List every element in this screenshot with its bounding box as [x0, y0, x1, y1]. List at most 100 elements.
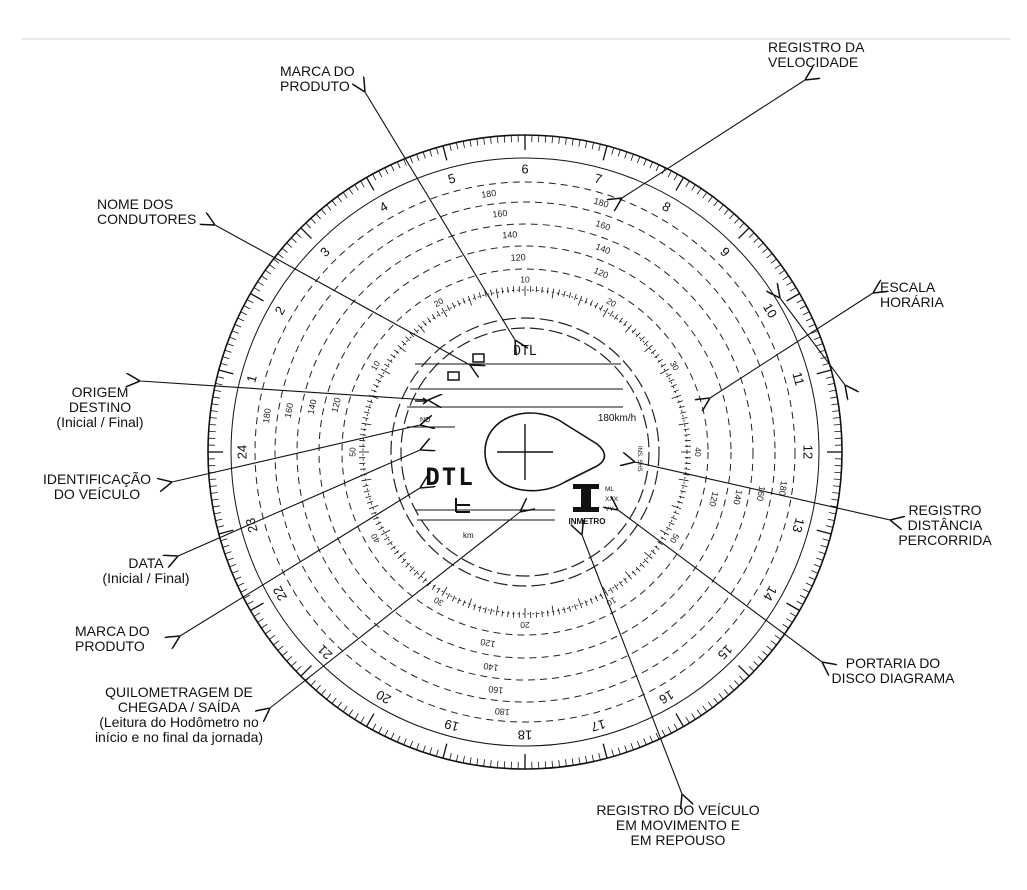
rim-tick [816, 557, 824, 561]
minute-tick [643, 558, 649, 564]
rim-tick [827, 382, 835, 386]
rim-tick [578, 139, 581, 147]
speed-label: 120 [329, 396, 342, 413]
speed-max-label: 180km/h [598, 413, 636, 424]
minute-tick [618, 317, 623, 323]
rim-tick [602, 145, 608, 161]
inmetro-code: ML [605, 486, 614, 493]
inmetro-icon [573, 484, 599, 512]
arrow-escala-horaria [710, 293, 873, 398]
rim-tick [384, 729, 389, 737]
rim-tick [830, 396, 838, 399]
hour-label: 3 [317, 244, 333, 260]
rim-tick [799, 305, 807, 310]
rim-tick [782, 623, 789, 629]
rim-tick [729, 213, 735, 220]
rim-tick [378, 170, 383, 178]
hour-label: 24 [234, 445, 249, 459]
rim-tick [789, 612, 797, 617]
rim-tick [222, 544, 230, 548]
rim-tick [828, 512, 836, 515]
rim-tick [816, 343, 824, 347]
minute-tick [678, 405, 685, 409]
minute-tick [451, 302, 456, 309]
rim-tick [713, 697, 719, 704]
rim-tick [372, 723, 377, 731]
rim-tick [702, 705, 708, 712]
minute-tick [378, 373, 384, 378]
rim-tick [786, 281, 793, 286]
rim-tick [409, 156, 414, 164]
rim-tick [257, 618, 264, 623]
hour-label: 7 [593, 170, 604, 186]
rim-tick [696, 709, 702, 716]
minute-tick [659, 368, 669, 375]
rim-tick [354, 184, 359, 191]
rim-tick [365, 177, 375, 191]
hour-label: 2 [272, 304, 289, 318]
minute-tick [368, 504, 379, 510]
rim-tick [209, 417, 217, 419]
minute-tick [375, 521, 382, 526]
rim-tick [748, 666, 755, 672]
rim-tick [337, 196, 343, 203]
rim-tick [643, 738, 647, 746]
speed-label: 160 [488, 684, 504, 696]
hour-label: 1 [243, 373, 259, 384]
minute-tick [362, 484, 369, 487]
rim-tick [723, 208, 730, 215]
rim-tick [326, 693, 332, 700]
minute-tick [363, 411, 370, 414]
minute-tick [635, 332, 641, 338]
minute-tick [507, 611, 509, 618]
rim-tick [833, 485, 841, 487]
rim-tick [718, 693, 724, 700]
rim-tick [403, 738, 407, 746]
rim-tick [558, 136, 560, 144]
rim-tick [591, 754, 595, 762]
rim-tick [766, 645, 773, 651]
minute-tick [681, 417, 688, 420]
rim-tick [442, 743, 448, 759]
rim-tick [237, 317, 245, 322]
rim-tick [253, 287, 261, 292]
rim-tick [435, 749, 439, 757]
rim-tick [269, 264, 276, 270]
rim-tick [738, 665, 750, 677]
rim-tick [826, 376, 834, 379]
rim-tick [476, 758, 479, 766]
rim-tick [416, 743, 420, 751]
rim-tick [739, 675, 745, 682]
rim-tick [636, 156, 641, 164]
rim-tick [738, 227, 750, 239]
minute-tick [678, 422, 689, 426]
rim-tick [291, 661, 297, 667]
rim-tick [762, 247, 769, 254]
rim-tick [818, 551, 826, 555]
minute-tick [490, 608, 493, 615]
rim-tick [237, 582, 245, 587]
rim-tick [718, 204, 724, 211]
speed-label: 120 [707, 491, 720, 508]
rim-tick [565, 137, 567, 145]
rim-tick [209, 478, 217, 481]
minute-tick [563, 607, 566, 614]
hour-label: 12 [801, 445, 816, 459]
rim-tick [320, 208, 327, 215]
rim-tick [378, 726, 383, 734]
rim-tick [571, 758, 574, 766]
rim-tick [455, 754, 459, 762]
rim-tick [422, 151, 426, 159]
rim-tick [291, 237, 297, 243]
minute-tick [614, 314, 619, 320]
rim-tick [729, 684, 735, 691]
inmetro-label: INMETRO [569, 517, 606, 526]
arrow-marca-bottom [180, 488, 420, 636]
top-divider [22, 38, 1010, 40]
rim-tick [585, 141, 588, 149]
rim-tick [691, 184, 696, 191]
rim-tick [224, 551, 232, 555]
